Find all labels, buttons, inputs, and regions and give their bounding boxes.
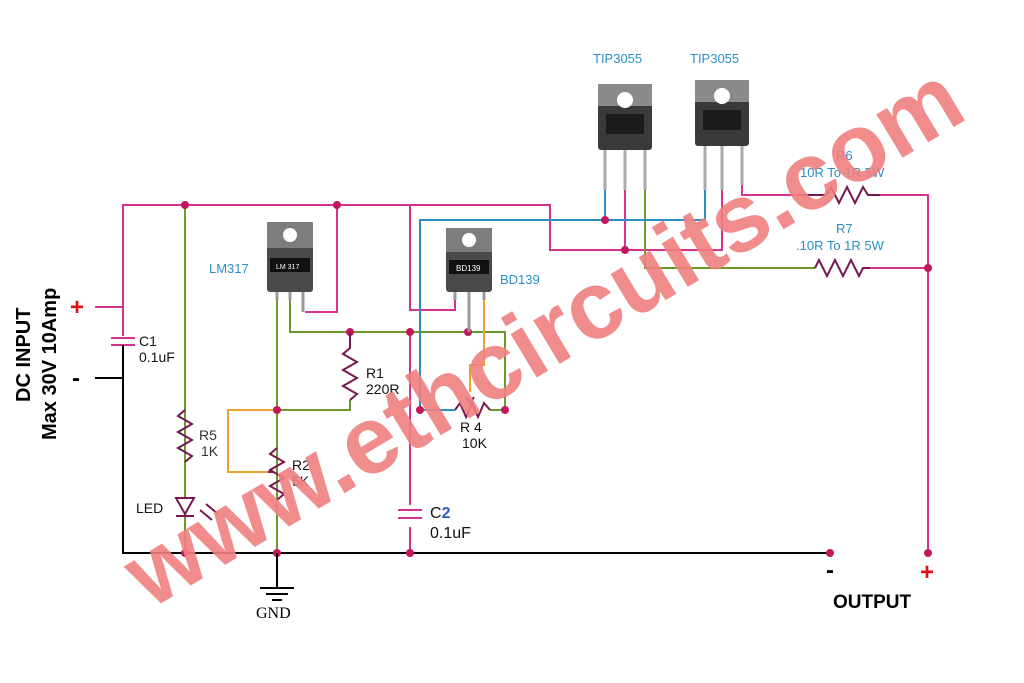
- node: [501, 406, 509, 414]
- bd139-body-text: BD139: [456, 264, 481, 273]
- bd139-base-wire: [469, 300, 485, 392]
- q2-collector-wire: [625, 190, 723, 251]
- r6-to-output-wire: [880, 194, 929, 553]
- node: [924, 264, 932, 272]
- r2-potentiometer: [267, 447, 287, 501]
- r6-resistor: [800, 184, 880, 206]
- q2-label: TIP3055: [690, 51, 739, 66]
- node: [406, 328, 414, 336]
- r6-wire: [741, 185, 800, 196]
- c2-name: C2: [430, 505, 451, 522]
- node: [406, 549, 414, 557]
- input-minus-sign: -: [72, 365, 80, 392]
- r2-name: R2: [292, 457, 310, 473]
- r2-wiper-wire: [227, 409, 277, 473]
- r7-name: R7: [836, 221, 853, 236]
- lm317-body-text: LM 317: [276, 264, 299, 271]
- wires: [95, 185, 929, 554]
- r7-green-wire: [644, 190, 815, 269]
- output-plus-sign: +: [920, 559, 934, 586]
- c2-name-number: 2: [442, 505, 451, 522]
- c1-value: 0.1uF: [139, 349, 175, 365]
- output-minus-sign: -: [826, 557, 834, 584]
- node: [333, 201, 341, 209]
- negative-rail-wire: [95, 377, 830, 554]
- r2-value: 5K: [292, 473, 310, 489]
- bd139-emitter-wire: [419, 190, 606, 410]
- c2-capacitor: [396, 505, 424, 527]
- q1-label: TIP3055: [593, 51, 642, 66]
- r5-value: 1K: [201, 443, 219, 459]
- r7-value: .10R To 1R 5W: [796, 238, 885, 253]
- output-title: OUTPUT: [833, 592, 912, 613]
- watermark-text: www.ethcircuits.com: [105, 44, 981, 629]
- junction-nodes: [181, 201, 932, 557]
- r6-name: R6: [836, 148, 853, 163]
- bd139-transistor: [446, 228, 492, 332]
- gnd-label: GND: [256, 605, 291, 622]
- input-plus-sign: +: [70, 294, 84, 321]
- c2-value: 0.1uF: [430, 525, 471, 542]
- r4-potentiometer: [454, 396, 491, 420]
- output-plus-terminal: [924, 549, 932, 557]
- input-title-line1: DC INPUT: [13, 308, 35, 402]
- lm317-input-wire: [305, 205, 338, 313]
- bd139-collector-wire: [409, 205, 456, 311]
- r7-resistor: [814, 257, 870, 279]
- node: [181, 549, 189, 557]
- node: [273, 406, 281, 414]
- ground-icon: [260, 553, 294, 601]
- lm317-label: LM317: [209, 261, 249, 276]
- c2-name-letter: C: [430, 505, 442, 522]
- c1-capacitor: [111, 337, 135, 378]
- led-diode: [174, 497, 219, 521]
- led-label: LED: [136, 500, 163, 516]
- input-title-line2: Max 30V 10Amp: [39, 288, 61, 440]
- tip3055-transistor-1: [598, 84, 652, 190]
- r5-name: R5: [199, 427, 217, 443]
- node: [181, 201, 189, 209]
- r1-bottom-wire: [277, 400, 351, 411]
- lm317-out-wire: [289, 300, 506, 411]
- node: [621, 246, 629, 254]
- node: [416, 406, 424, 414]
- lm317-regulator: [267, 222, 313, 312]
- r4-name: R 4: [460, 419, 482, 435]
- output-minus-terminal: [826, 549, 834, 557]
- q-base-link-wire: [605, 190, 706, 221]
- r1-resistor: [340, 332, 360, 401]
- node: [601, 216, 609, 224]
- r1-name: R1: [366, 365, 384, 381]
- r1-value: 220R: [366, 381, 399, 397]
- c1-name: C1: [139, 333, 157, 349]
- r6-value: 10R To 1R 5W: [800, 165, 885, 180]
- bd139-label: BD139: [500, 272, 540, 287]
- r5-resistor: [175, 409, 195, 463]
- r4-value: 10K: [462, 435, 488, 451]
- tip3055-transistor-2: [695, 80, 749, 190]
